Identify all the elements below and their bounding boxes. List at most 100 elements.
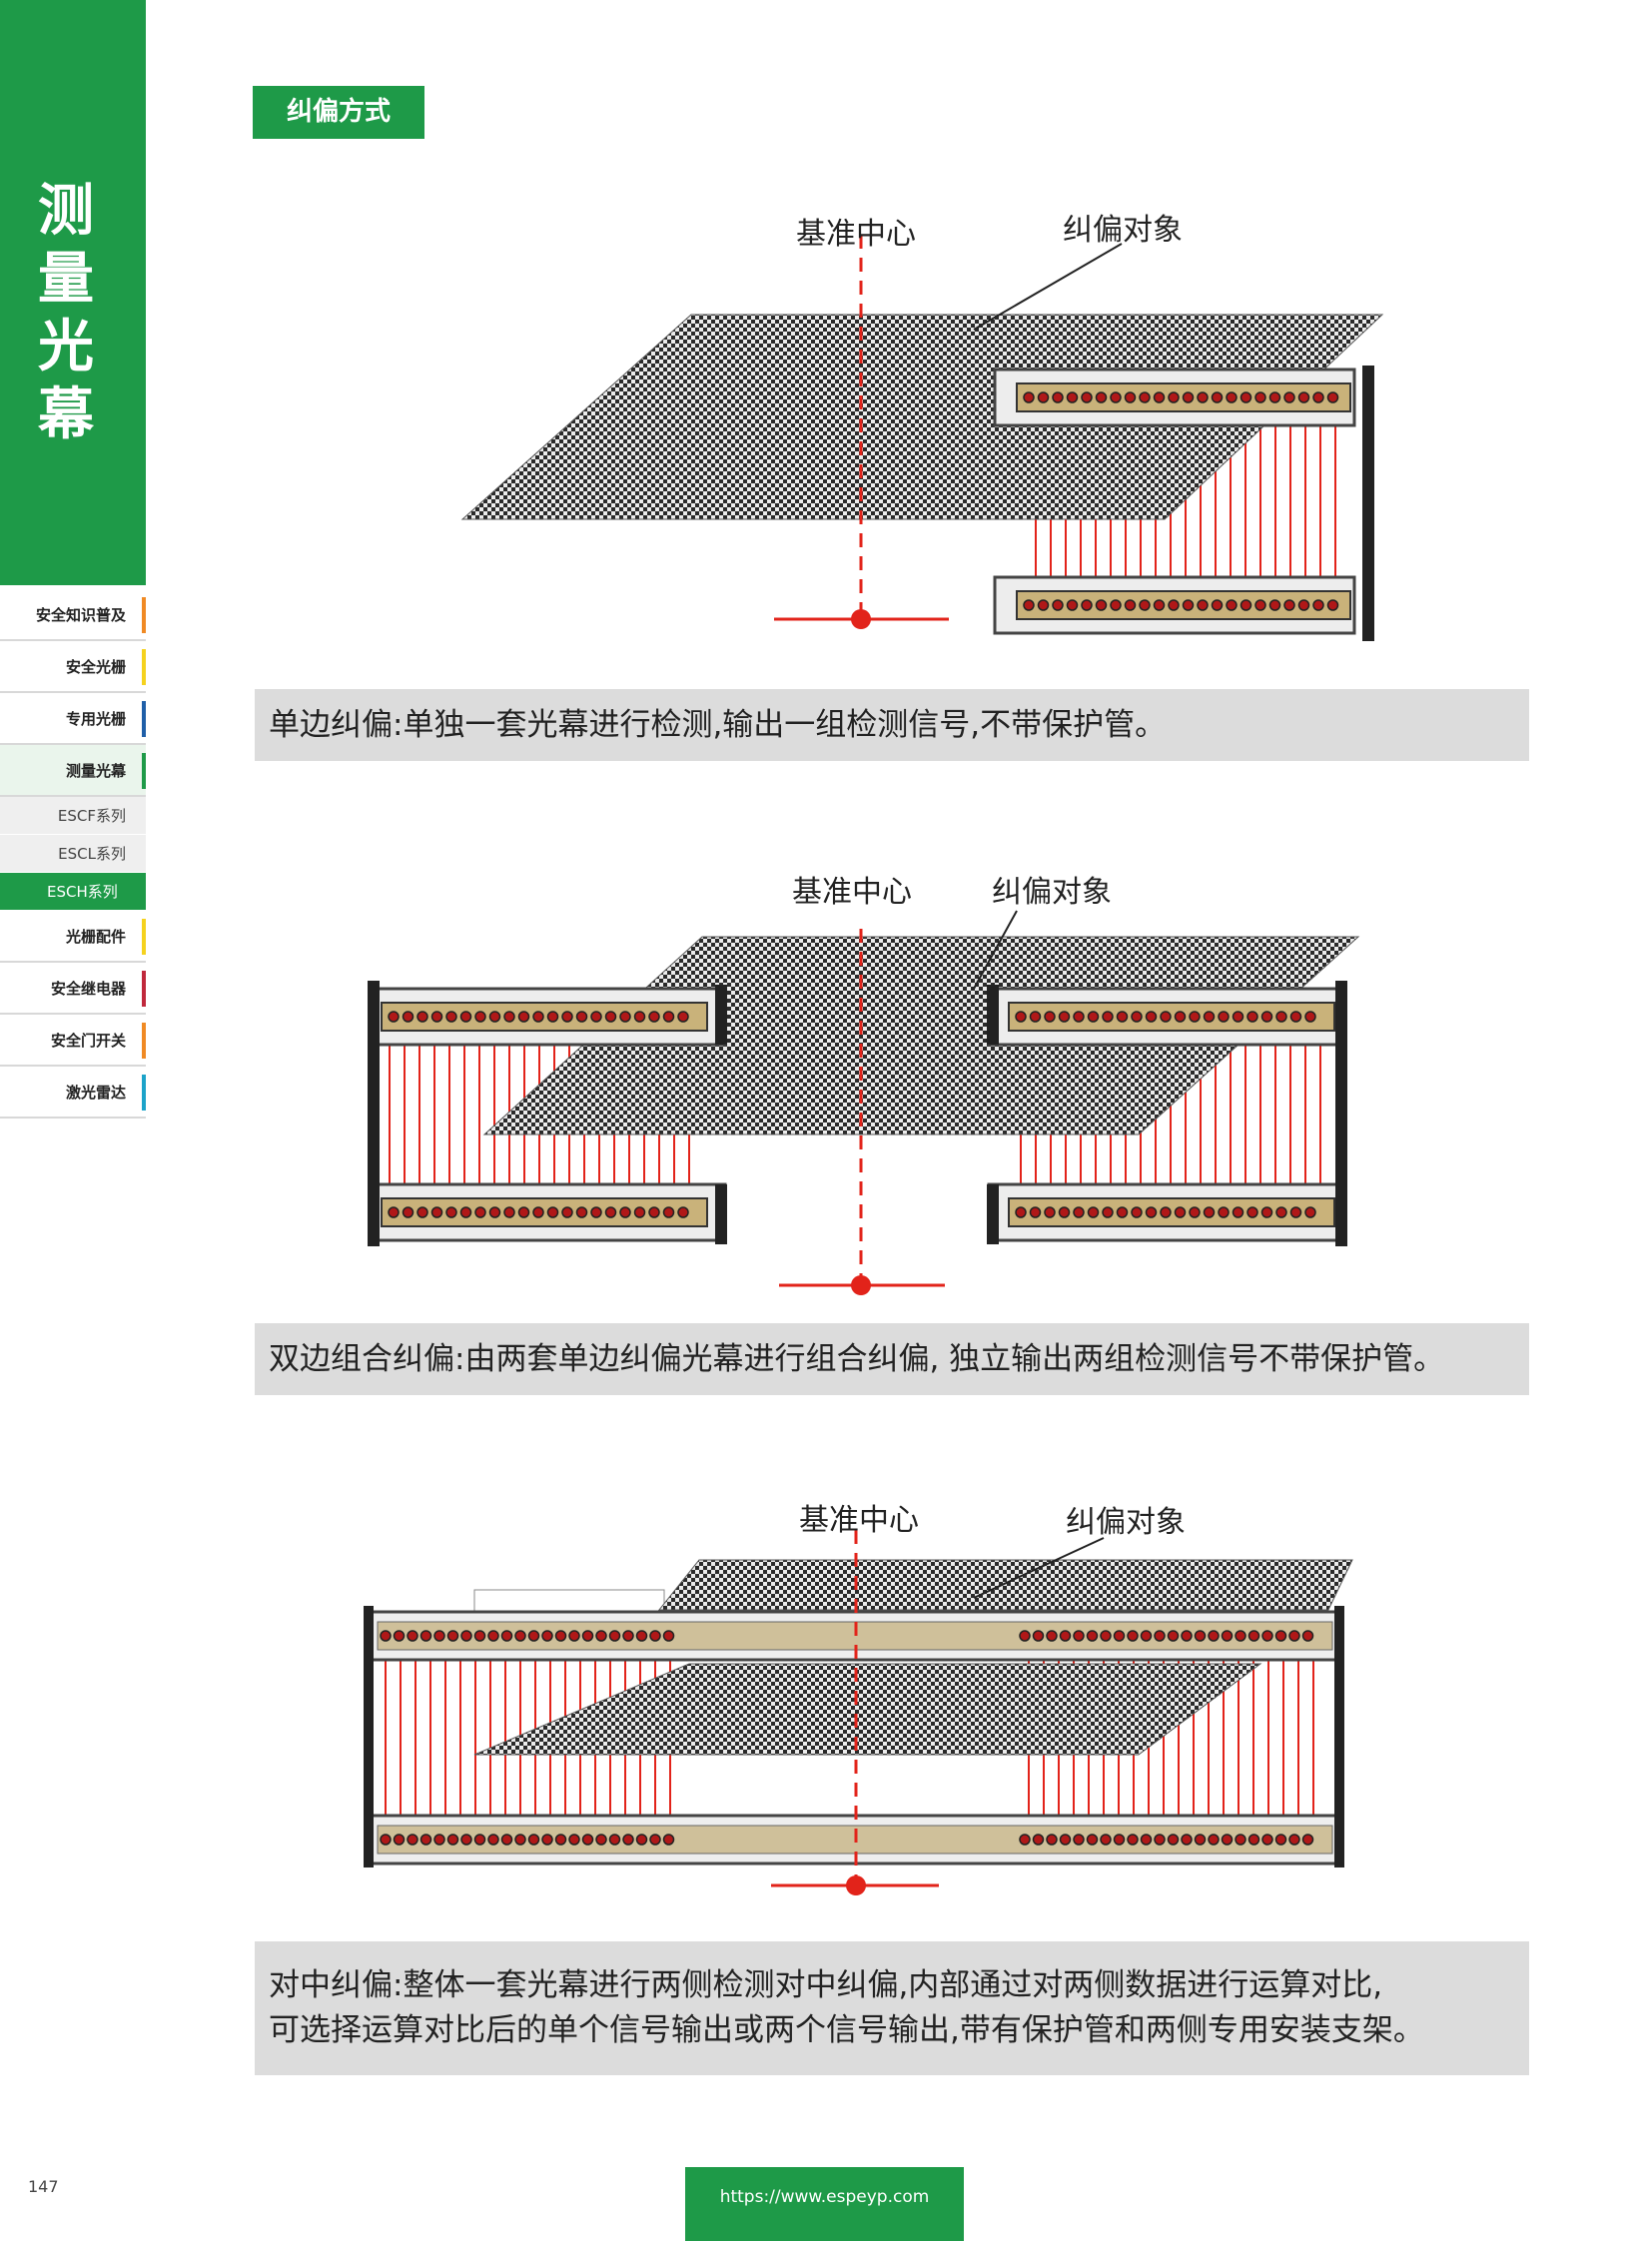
reference-point bbox=[846, 1875, 866, 1895]
caption-single-side: 单边纠偏:单独一套光幕进行检测,输出一组检测信号,不带保护管。 bbox=[255, 689, 1529, 761]
led-dot bbox=[1283, 391, 1295, 403]
led-dot bbox=[1211, 391, 1224, 403]
led-dot bbox=[1226, 599, 1238, 611]
right-receiver-unit bbox=[987, 1182, 1340, 1244]
led-dot bbox=[402, 1206, 414, 1218]
left-side-bracket bbox=[368, 981, 380, 1246]
label-correction-object: 纠偏对象 bbox=[992, 875, 1112, 910]
sidebar-item-accent bbox=[142, 649, 146, 685]
led-dot bbox=[1203, 1206, 1216, 1218]
receiver-unit bbox=[993, 575, 1356, 635]
led-dot bbox=[1029, 1011, 1042, 1023]
led-dot bbox=[595, 1630, 607, 1642]
led-dot bbox=[1032, 1834, 1045, 1846]
led-dot bbox=[1110, 391, 1122, 403]
sidebar-title-char: 量 bbox=[38, 247, 94, 312]
sidebar-subitem-escl[interactable]: ESCL系列 bbox=[0, 835, 146, 873]
sidebar-item-accent bbox=[142, 971, 146, 1007]
led-dot bbox=[1066, 599, 1079, 611]
led-dot bbox=[517, 1206, 530, 1218]
section-title: 纠偏方式 bbox=[253, 86, 424, 139]
website-link[interactable]: https://www.espeyp.com bbox=[685, 2167, 964, 2241]
left-emitter-unit bbox=[374, 985, 727, 1047]
led-dot bbox=[407, 1834, 418, 1846]
sidebar-subitem-esch[interactable]: ESCH系列 bbox=[0, 873, 146, 911]
sidebar-nav: 安全知识普及 安全光栅 专用光栅 测量光幕 ESCF系列 ESCL系列 ESCH… bbox=[0, 589, 146, 1119]
led-dot bbox=[595, 1834, 607, 1846]
led-dot bbox=[561, 1206, 573, 1218]
led-dot bbox=[393, 1630, 406, 1642]
led-dot bbox=[1046, 1630, 1058, 1642]
led-dot bbox=[1218, 1206, 1230, 1218]
led-dot bbox=[648, 1206, 660, 1218]
led-dot bbox=[635, 1630, 648, 1642]
led-dot bbox=[459, 1206, 472, 1218]
sidebar-subitem-escf[interactable]: ESCF系列 bbox=[0, 797, 146, 835]
web-object-top bbox=[657, 1559, 1353, 1611]
led-dot bbox=[1189, 1206, 1201, 1218]
led-dot bbox=[1153, 599, 1166, 611]
led-dot bbox=[433, 1630, 445, 1642]
led-dot bbox=[500, 1630, 513, 1642]
sidebar-item-label: 测量光幕 bbox=[65, 762, 126, 780]
led-dot bbox=[388, 1011, 400, 1023]
sidebar-item-safety-knowledge[interactable]: 安全知识普及 bbox=[0, 589, 146, 641]
sidebar-title-char: 幕 bbox=[38, 382, 94, 447]
led-dot bbox=[1073, 1011, 1085, 1023]
sidebar-item-label: 激光雷达 bbox=[65, 1084, 126, 1102]
led-dot bbox=[1100, 1630, 1112, 1642]
led-dot bbox=[1052, 391, 1064, 403]
sidebar-item-label: 安全门开关 bbox=[50, 1032, 126, 1050]
led-dot bbox=[1113, 1834, 1126, 1846]
led-dot bbox=[590, 1206, 602, 1218]
led-array bbox=[380, 1834, 1314, 1846]
led-dot bbox=[649, 1630, 661, 1642]
sidebar-item-special-light-curtain[interactable]: 专用光栅 bbox=[0, 693, 146, 745]
sidebar-item-safety-relay[interactable]: 安全继电器 bbox=[0, 963, 146, 1015]
led-dot bbox=[1124, 391, 1137, 403]
sidebar-item-lidar[interactable]: 激光雷达 bbox=[0, 1067, 146, 1119]
led-array bbox=[1023, 599, 1339, 611]
led-dot bbox=[1289, 1206, 1302, 1218]
led-dot bbox=[619, 1011, 631, 1023]
led-dot bbox=[1232, 1011, 1244, 1023]
led-dot bbox=[1301, 1834, 1314, 1846]
led-dot bbox=[1288, 1834, 1300, 1846]
led-dot bbox=[1044, 1206, 1056, 1218]
led-dot bbox=[1145, 1011, 1158, 1023]
led-dot bbox=[1260, 1206, 1273, 1218]
led-dot bbox=[1023, 599, 1035, 611]
sidebar-item-label: 专用光栅 bbox=[65, 710, 126, 728]
led-dot bbox=[1160, 1011, 1172, 1023]
led-dot bbox=[380, 1834, 392, 1846]
led-dot bbox=[407, 1630, 418, 1642]
sidebar-item-accessories[interactable]: 光栅配件 bbox=[0, 911, 146, 963]
sidebar-item-safety-light-curtain[interactable]: 安全光栅 bbox=[0, 641, 146, 693]
led-dot bbox=[1066, 391, 1079, 403]
led-dot bbox=[527, 1630, 540, 1642]
led-dot bbox=[1139, 599, 1151, 611]
led-dot bbox=[514, 1630, 526, 1642]
sidebar-item-accent bbox=[142, 753, 146, 789]
led-dot bbox=[380, 1630, 392, 1642]
right-mounting-bracket bbox=[1334, 1606, 1344, 1868]
led-dot bbox=[1208, 1834, 1220, 1846]
led-dot bbox=[1268, 391, 1281, 403]
led-dot bbox=[604, 1011, 617, 1023]
sidebar-title-block: 测 量 光 幕 bbox=[0, 0, 146, 585]
led-dot bbox=[393, 1834, 406, 1846]
led-dot bbox=[575, 1011, 588, 1023]
caption-line: 可选择运算对比后的单个信号输出或两个信号输出,带有保护管和两侧专用安装支架。 bbox=[269, 2012, 1424, 2048]
caption-center-correction: 对中纠偏:整体一套光幕进行两侧检测对中纠偏,内部通过对两侧数据进行运算对比, 可… bbox=[255, 1941, 1529, 2075]
led-dot bbox=[1131, 1011, 1143, 1023]
led-dot bbox=[433, 1834, 445, 1846]
led-dot bbox=[1059, 1834, 1072, 1846]
led-dot bbox=[1326, 391, 1339, 403]
led-dot bbox=[1194, 1630, 1207, 1642]
sidebar-item-door-switch[interactable]: 安全门开关 bbox=[0, 1015, 146, 1067]
led-dot bbox=[1181, 1834, 1193, 1846]
led-dot bbox=[430, 1011, 443, 1023]
sidebar-item-measuring-light-curtain[interactable]: 测量光幕 bbox=[0, 745, 146, 797]
sidebar-item-accent bbox=[142, 597, 146, 633]
led-dot bbox=[1197, 599, 1209, 611]
